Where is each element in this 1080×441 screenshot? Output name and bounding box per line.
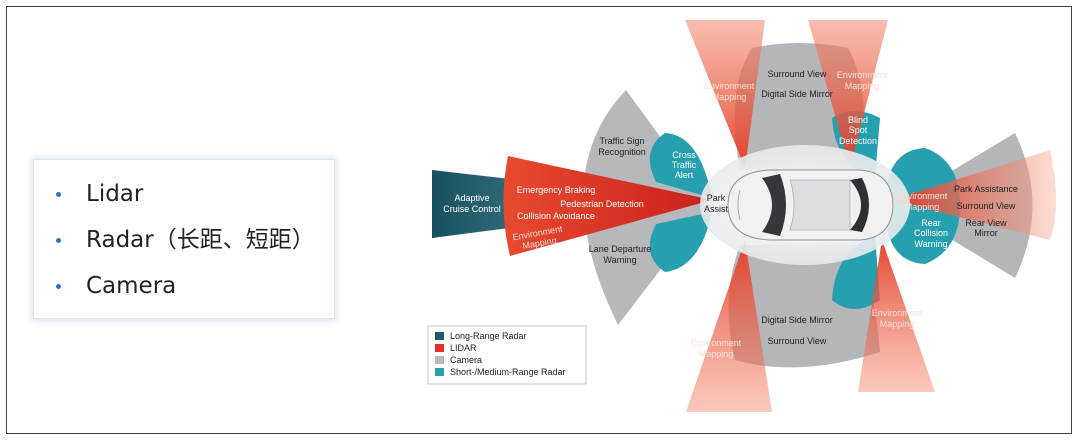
traffic-sign-label-2: Recognition <box>598 147 646 157</box>
env-top-left-label-2: Mapping <box>712 92 747 102</box>
blind-spot-label-2: Spot <box>849 125 868 135</box>
rear-collision-label-3: Warning <box>914 239 947 249</box>
env-top-right-label-1: Environment <box>837 70 888 80</box>
lidar-zone-top-right <box>808 20 888 168</box>
bullet-dot-icon <box>56 192 61 197</box>
car-icon <box>727 169 894 241</box>
collision-avoidance-label: Collision Avoidance <box>517 211 595 221</box>
bullet-dot-icon <box>56 238 61 243</box>
park-assist-front-label-1: Park <box>707 193 726 203</box>
env-bottom-left-label-2: Mapping <box>699 349 734 359</box>
emergency-braking-label: Emergency Braking <box>517 185 596 195</box>
rear-view-mirror-label-1: Rear View <box>965 218 1007 228</box>
radar-zone-front-upper <box>649 133 712 198</box>
lidar-zone-front <box>503 156 712 256</box>
sensor-bullet-list: Lidar Radar（长距、短距） Camera <box>34 160 334 314</box>
surround-view-rear-label: Surround View <box>957 201 1016 211</box>
pedestrian-detection-label: Pedestrian Detection <box>560 199 644 209</box>
env-rear-label-2: Mapping <box>905 202 940 212</box>
bullet-item-radar: Radar（长距、短距） <box>52 222 334 268</box>
digital-side-mirror-top-label: Digital Side Mirror <box>761 89 833 99</box>
env-top-left-label-1: Environment <box>704 81 755 91</box>
bullet-dot-icon <box>56 284 61 289</box>
legend-label-short-medium-radar: Short-/Medium-Range Radar <box>450 367 566 377</box>
sensor-legend: Long-Range Radar LIDAR Camera Short-/Med… <box>427 325 587 385</box>
legend-label-lidar: LIDAR <box>450 343 477 353</box>
adaptive-cruise-label-1: Adaptive <box>454 193 489 203</box>
legend-swatch-camera <box>435 356 444 364</box>
traffic-sign-label-1: Traffic Sign <box>599 136 644 146</box>
legend-label-long-range-radar: Long-Range Radar <box>450 331 527 341</box>
blind-spot-label-3: Detection <box>839 136 877 146</box>
bullet-text: Camera <box>86 273 177 299</box>
bullet-item-camera: Camera <box>52 268 334 314</box>
env-top-right-label-2: Mapping <box>845 81 880 91</box>
lane-departure-label-1: Lane Departure <box>589 244 652 254</box>
legend-swatch-short-medium-radar <box>435 368 444 376</box>
bullet-text: Lidar <box>86 181 144 207</box>
park-assist-front-label-2: Assist <box>704 204 729 214</box>
env-bottom-right-label-1: Environment <box>872 308 923 318</box>
env-bottom-right-label-2: Mapping <box>880 319 915 329</box>
rear-view-mirror-label-2: Mirror <box>974 228 998 238</box>
cross-traffic-label-1: Cross <box>672 150 696 160</box>
digital-side-mirror-bottom-label: Digital Side Mirror <box>761 315 833 325</box>
legend-swatch-lidar <box>435 344 444 352</box>
lidar-zone-top-left <box>685 20 765 168</box>
bullet-text: Radar（长距、短距） <box>86 227 315 253</box>
cross-traffic-label-3: Alert <box>675 170 694 180</box>
surround-view-top-label: Surround View <box>768 69 827 79</box>
legend-label-camera: Camera <box>450 355 482 365</box>
lidar-zone-bottom-right <box>858 240 935 392</box>
adaptive-cruise-label-2: Cruise Control <box>443 204 501 214</box>
env-rear-label-1: Environment <box>897 191 948 201</box>
radar-zone-front-lower <box>649 212 712 272</box>
cross-traffic-label-2: Traffic <box>672 160 697 170</box>
lidar-zone-rear <box>892 150 1056 240</box>
lane-departure-label-2: Warning <box>603 255 636 265</box>
bullet-item-lidar: Lidar <box>52 176 334 222</box>
park-assistance-label: Park Assistance <box>954 184 1018 194</box>
bullet-list-box: Lidar Radar（长距、短距） Camera <box>33 159 335 319</box>
lidar-zone-bottom-left <box>686 240 772 412</box>
rear-collision-label-2: Collision <box>914 228 948 238</box>
env-bottom-left-label-1: Environment <box>691 338 742 348</box>
rear-collision-label-1: Rear <box>921 218 941 228</box>
legend-swatch-long-range-radar <box>435 332 444 340</box>
blind-spot-label-1: Blind <box>848 115 868 125</box>
radar-zone-bottom-right <box>832 235 880 309</box>
surround-view-bottom-label: Surround View <box>768 336 827 346</box>
